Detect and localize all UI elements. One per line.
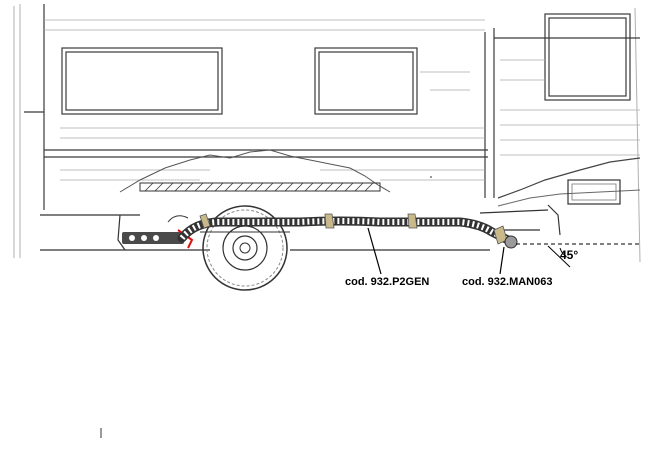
hose-clamps [199, 213, 508, 245]
drain-valve [504, 235, 518, 249]
scan-marks [100, 176, 432, 438]
windows [61, 13, 631, 115]
angle-label: 45° [560, 248, 579, 262]
rear-light-box [567, 179, 621, 205]
cutaway-outline [119, 149, 391, 193]
leader-lines [367, 227, 505, 275]
page-edges [13, 4, 641, 263]
chassis-beam [139, 182, 381, 192]
valve-part-code-label: cod. 932.MAN063 [462, 276, 553, 288]
hose-part-code-label: cod. 932.P2GEN [345, 276, 430, 288]
angle-indicator [516, 243, 640, 268]
siding-lines [44, 19, 640, 181]
corrugated-hose [177, 216, 513, 245]
lower-frame [40, 204, 561, 251]
rear-corner-outline [497, 157, 641, 199]
